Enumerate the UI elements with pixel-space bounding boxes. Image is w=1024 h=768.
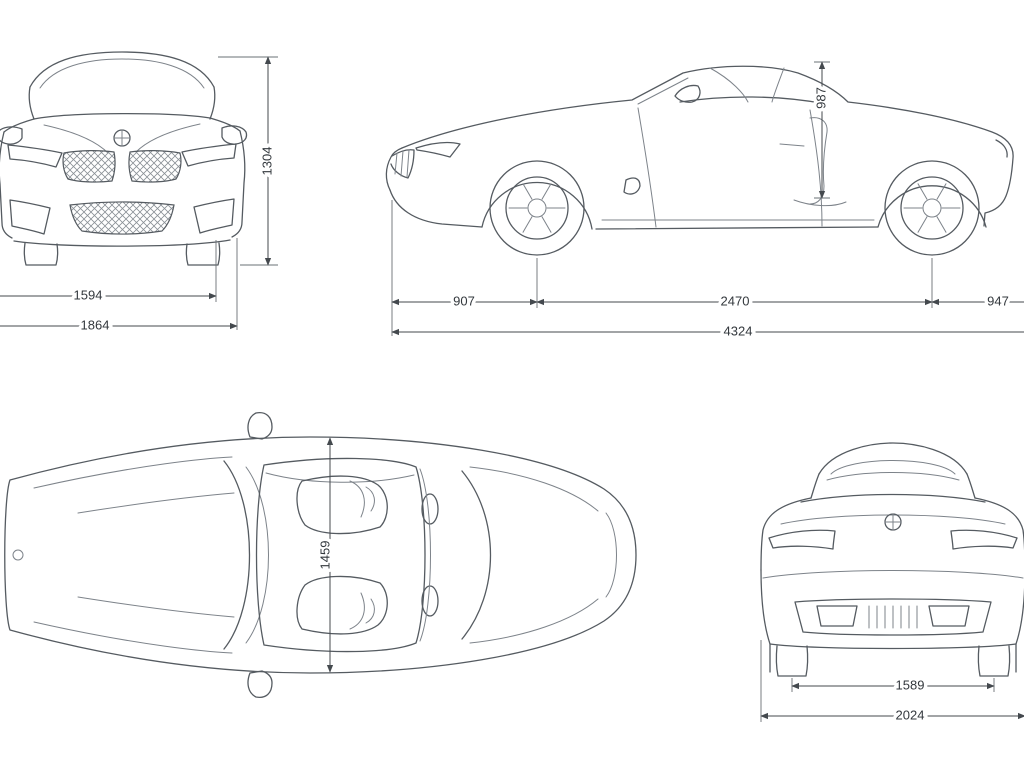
dim-front-overall-height: 1304 <box>259 147 274 176</box>
driver-seat <box>296 475 388 535</box>
center-intake <box>69 201 175 235</box>
interior-height-dimension: 987 <box>810 61 832 199</box>
dim-top-interior-width: 1459 <box>317 541 332 570</box>
front-track-dimension: 1594 <box>0 240 217 306</box>
top-view: 1459 <box>4 411 637 699</box>
side-vent <box>623 177 641 195</box>
front-width-dimension: 1864 <box>0 238 238 336</box>
passenger-seat <box>296 575 388 635</box>
right-headlight <box>181 143 237 167</box>
left-taillight <box>768 529 836 550</box>
dim-rear-overall-width: 2024 <box>896 707 925 722</box>
interior-seat <box>793 117 847 207</box>
rear-view: 1589 2024 <box>760 442 1024 726</box>
rear-view-drawing <box>760 442 1024 677</box>
dim-rear-track-width: 1589 <box>896 677 925 692</box>
left-mirror <box>0 126 23 145</box>
dim-front-track-width: 1594 <box>74 287 103 302</box>
dim-side-interior-height: 987 <box>813 87 828 109</box>
right-mirror <box>221 125 248 145</box>
front-view: 1304 1594 1864 <box>0 51 278 336</box>
dim-front-overall-width: 1864 <box>81 317 110 332</box>
dim-side-wheelbase: 2470 <box>721 293 750 308</box>
side-view-drawing <box>385 65 1014 256</box>
nose-roundel <box>12 549 24 561</box>
exhaust-right <box>928 605 970 627</box>
dim-side-front-overhang: 907 <box>453 293 475 308</box>
interior-width-dimension: 1459 <box>314 437 336 673</box>
top-view-drawing <box>4 411 637 699</box>
front-height-dimension: 1304 <box>218 56 278 266</box>
kidney-grille-right <box>128 150 182 183</box>
roll-hoop-left <box>421 493 439 525</box>
kidney-grille-left <box>62 150 116 183</box>
rear-track-dimension: 1589 <box>791 674 995 696</box>
front-wheel <box>489 160 585 256</box>
roll-hoop-right <box>421 585 439 617</box>
dim-side-overall-length: 4324 <box>724 323 753 338</box>
diffuser <box>794 598 992 636</box>
length-dimensions: 907 2470 947 4324 <box>391 200 1024 340</box>
top-right-mirror <box>247 670 273 699</box>
left-headlight <box>7 144 63 168</box>
rear-width-dimension: 2024 <box>760 640 1024 726</box>
rear-wheel <box>884 160 980 256</box>
front-view-drawing <box>0 51 248 266</box>
side-view: 987 907 2470 947 4324 <box>385 61 1024 340</box>
side-mirror <box>674 84 701 103</box>
side-headlight <box>415 141 461 158</box>
top-left-mirror <box>247 411 273 440</box>
exhaust-left <box>816 605 858 627</box>
dim-side-rear-overhang: 947 <box>987 293 1009 308</box>
right-taillight <box>950 529 1018 550</box>
